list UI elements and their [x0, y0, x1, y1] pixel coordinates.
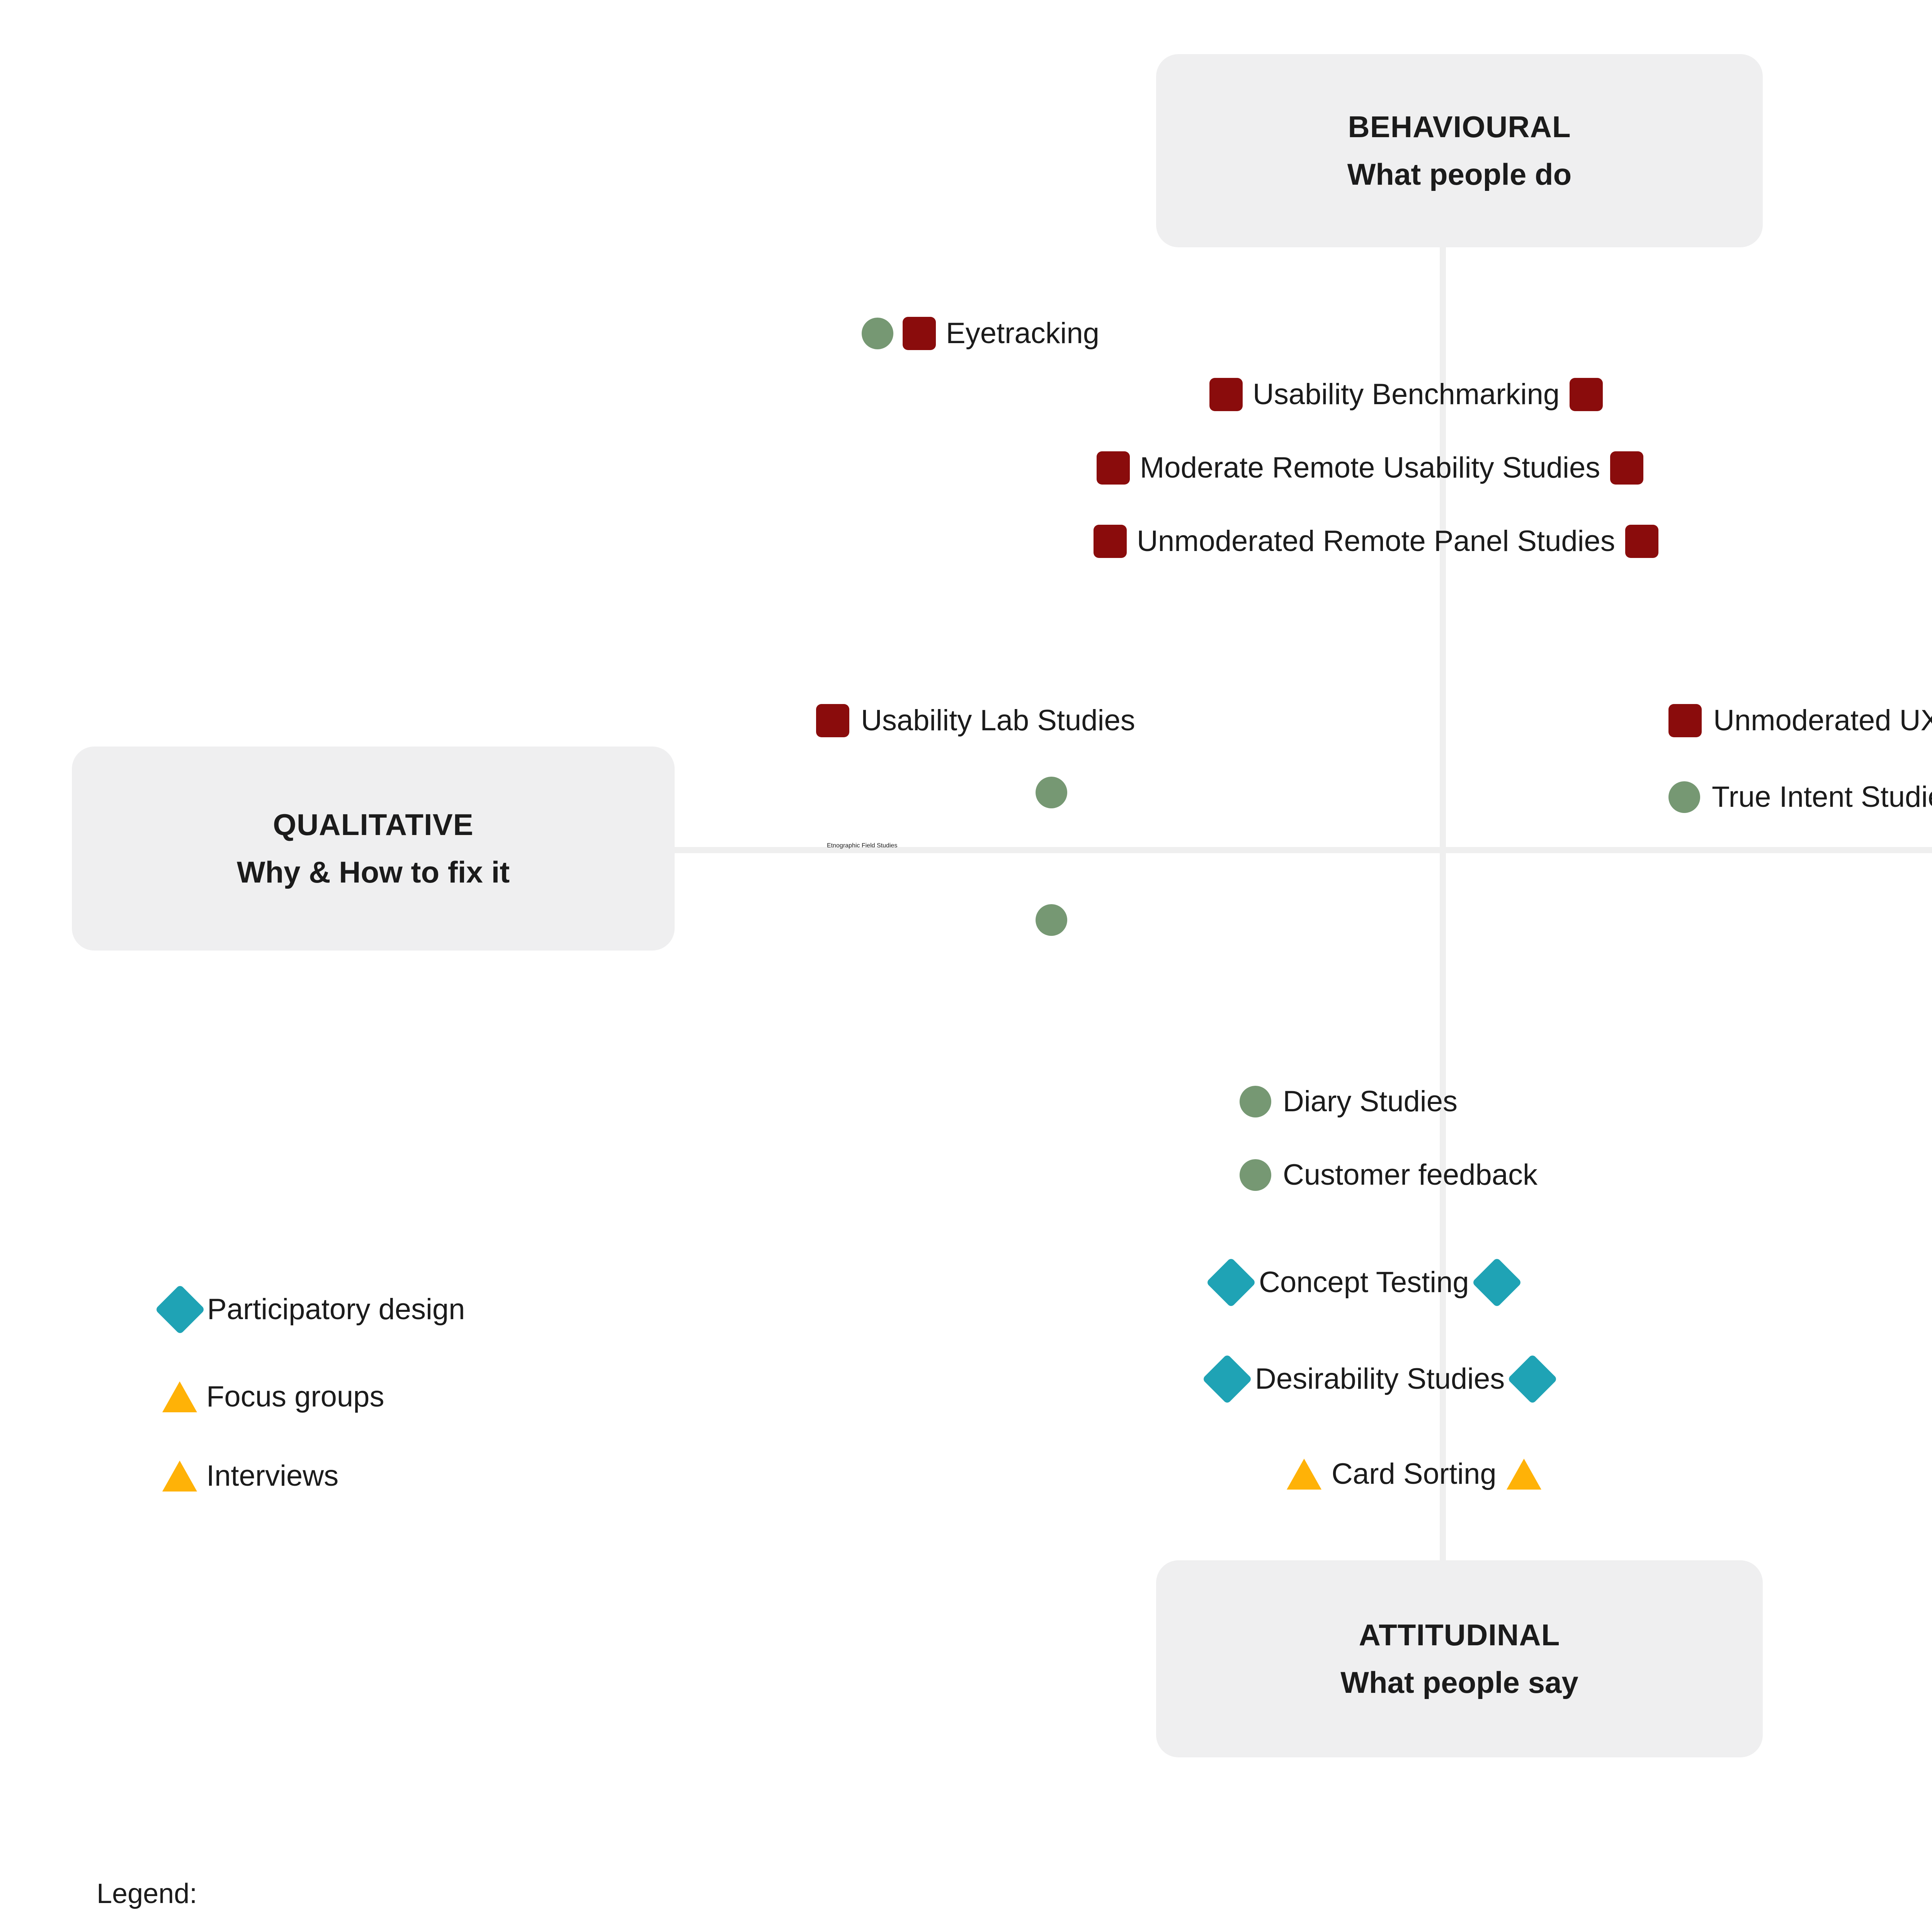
method-unmoderated-remote-panel-studies: Unmoderated Remote Panel Studies [1094, 525, 1658, 558]
scripted-use-square-icon [1610, 451, 1644, 485]
horizontal-axis-line [672, 847, 1932, 853]
decontextualized-triangle-icon [162, 1461, 197, 1492]
pole-behavioural-title: BEHAVIOURAL [1348, 109, 1571, 144]
method-unmoderated-ux-studies: Unmoderated UX Studies [1668, 704, 1932, 737]
decontextualized-triangle-icon [1506, 1459, 1541, 1490]
decontextualized-triangle-icon-wrap [162, 1379, 197, 1414]
vertical-axis-line [1440, 247, 1446, 1561]
pole-qualitative-title: QUALITATIVE [273, 807, 474, 842]
method-card-sorting: Card Sorting [1287, 1457, 1541, 1492]
method-usability-lab-studies: Usability Lab Studies [816, 704, 1135, 737]
decontextualized-triangle-icon [1287, 1459, 1321, 1490]
natural-use-circle-icon [1668, 781, 1700, 813]
method-true-intent-studies: True Intent Studies [1668, 781, 1932, 813]
method-label: Participatory design [207, 1293, 465, 1326]
method-label: Moderate Remote Usability Studies [1140, 451, 1600, 484]
pole-attitudinal-subtitle: What people say [1340, 1665, 1578, 1699]
decontextualized-triangle-icon-wrap [1506, 1457, 1541, 1492]
legend: Legend: Natural use of product Scripted … [97, 1878, 1932, 1932]
method-usability-benchmarking: Usability Benchmarking [1209, 378, 1603, 411]
method-eyetracking: Eyetracking [862, 317, 1099, 350]
combination-diamond-icon-wrap [155, 1284, 206, 1335]
method-label: Card Sorting [1332, 1458, 1497, 1490]
scripted-use-square-icon [1668, 704, 1702, 737]
scripted-use-square-icon [1094, 525, 1127, 558]
combination-diamond-icon [155, 1284, 206, 1335]
pole-behavioural-subtitle: What people do [1347, 157, 1572, 191]
method-label: True Intent Studies [1712, 781, 1932, 813]
method-customer-feedback: Customer feedback [1240, 1159, 1537, 1191]
natural-use-circle-icon [1036, 777, 1067, 808]
pole-qualitative-subtitle: Why & How to fix it [236, 855, 510, 889]
method-label: Usability Lab Studies [861, 704, 1135, 737]
method-participatory-design: Participatory design [155, 1284, 465, 1335]
combination-diamond-icon-wrap [1471, 1257, 1522, 1308]
method-label: Diary Studies [1283, 1085, 1458, 1118]
scripted-use-square-icon [816, 704, 849, 737]
method-label: Unmoderated UX Studies [1713, 704, 1932, 737]
decontextualized-triangle-icon [162, 1381, 197, 1412]
natural-use-circle-icon [1240, 1086, 1271, 1117]
method-focus-groups: Focus groups [162, 1379, 384, 1414]
scripted-use-square-icon [1097, 451, 1130, 485]
combination-diamond-icon [1202, 1354, 1253, 1405]
method-label: Interviews [206, 1459, 339, 1492]
method-label: Customer feedback [1283, 1158, 1537, 1191]
method-desirability-studies: Desirability Studies [1202, 1354, 1558, 1405]
decontextualized-triangle-icon-wrap [162, 1459, 197, 1493]
combination-diamond-icon-wrap [1202, 1354, 1253, 1405]
scripted-use-square-icon [1209, 378, 1243, 411]
combination-diamond-icon [1206, 1257, 1257, 1308]
method-interviews: Interviews [162, 1459, 338, 1493]
natural-use-circle-icon [1240, 1159, 1271, 1191]
method-label: Desirability Studies [1255, 1362, 1505, 1395]
decontextualized-triangle-icon-wrap [1287, 1457, 1321, 1492]
method-concept-testing: Concept Testing [1206, 1257, 1522, 1308]
pole-qualitative: QUALITATIVE Why & How to fix it [72, 747, 675, 951]
natural-use-circle-icon [1036, 904, 1067, 936]
scripted-use-square-icon [1625, 525, 1658, 558]
method-moderate-remote-usability-studies: Moderate Remote Usability Studies [1097, 451, 1644, 485]
method-diary-studies: Diary Studies [1240, 1086, 1458, 1117]
combination-diamond-icon [1507, 1354, 1558, 1405]
method-label: Unmoderated Remote Panel Studies [1137, 525, 1615, 558]
method-label: Eyetracking [946, 317, 1100, 350]
scripted-use-square-icon [903, 317, 936, 350]
legend-title: Legend: [97, 1878, 197, 1909]
method-label: Usability Benchmarking [1253, 378, 1560, 411]
pole-attitudinal: ATTITUDINAL What people say [1156, 1560, 1763, 1757]
scripted-use-square-icon [1570, 378, 1603, 411]
combination-diamond-icon-wrap [1507, 1354, 1558, 1405]
natural-use-circle-icon [862, 318, 893, 349]
pole-behavioural: BEHAVIOURAL What people do [1156, 54, 1763, 247]
method-label: Etnographic Field Studies [827, 842, 898, 849]
combination-diamond-icon-wrap [1206, 1257, 1257, 1308]
method-label: Focus groups [206, 1380, 384, 1413]
method-label: Concept Testing [1259, 1266, 1469, 1299]
combination-diamond-icon [1471, 1257, 1522, 1308]
pole-attitudinal-title: ATTITUDINAL [1359, 1617, 1560, 1652]
